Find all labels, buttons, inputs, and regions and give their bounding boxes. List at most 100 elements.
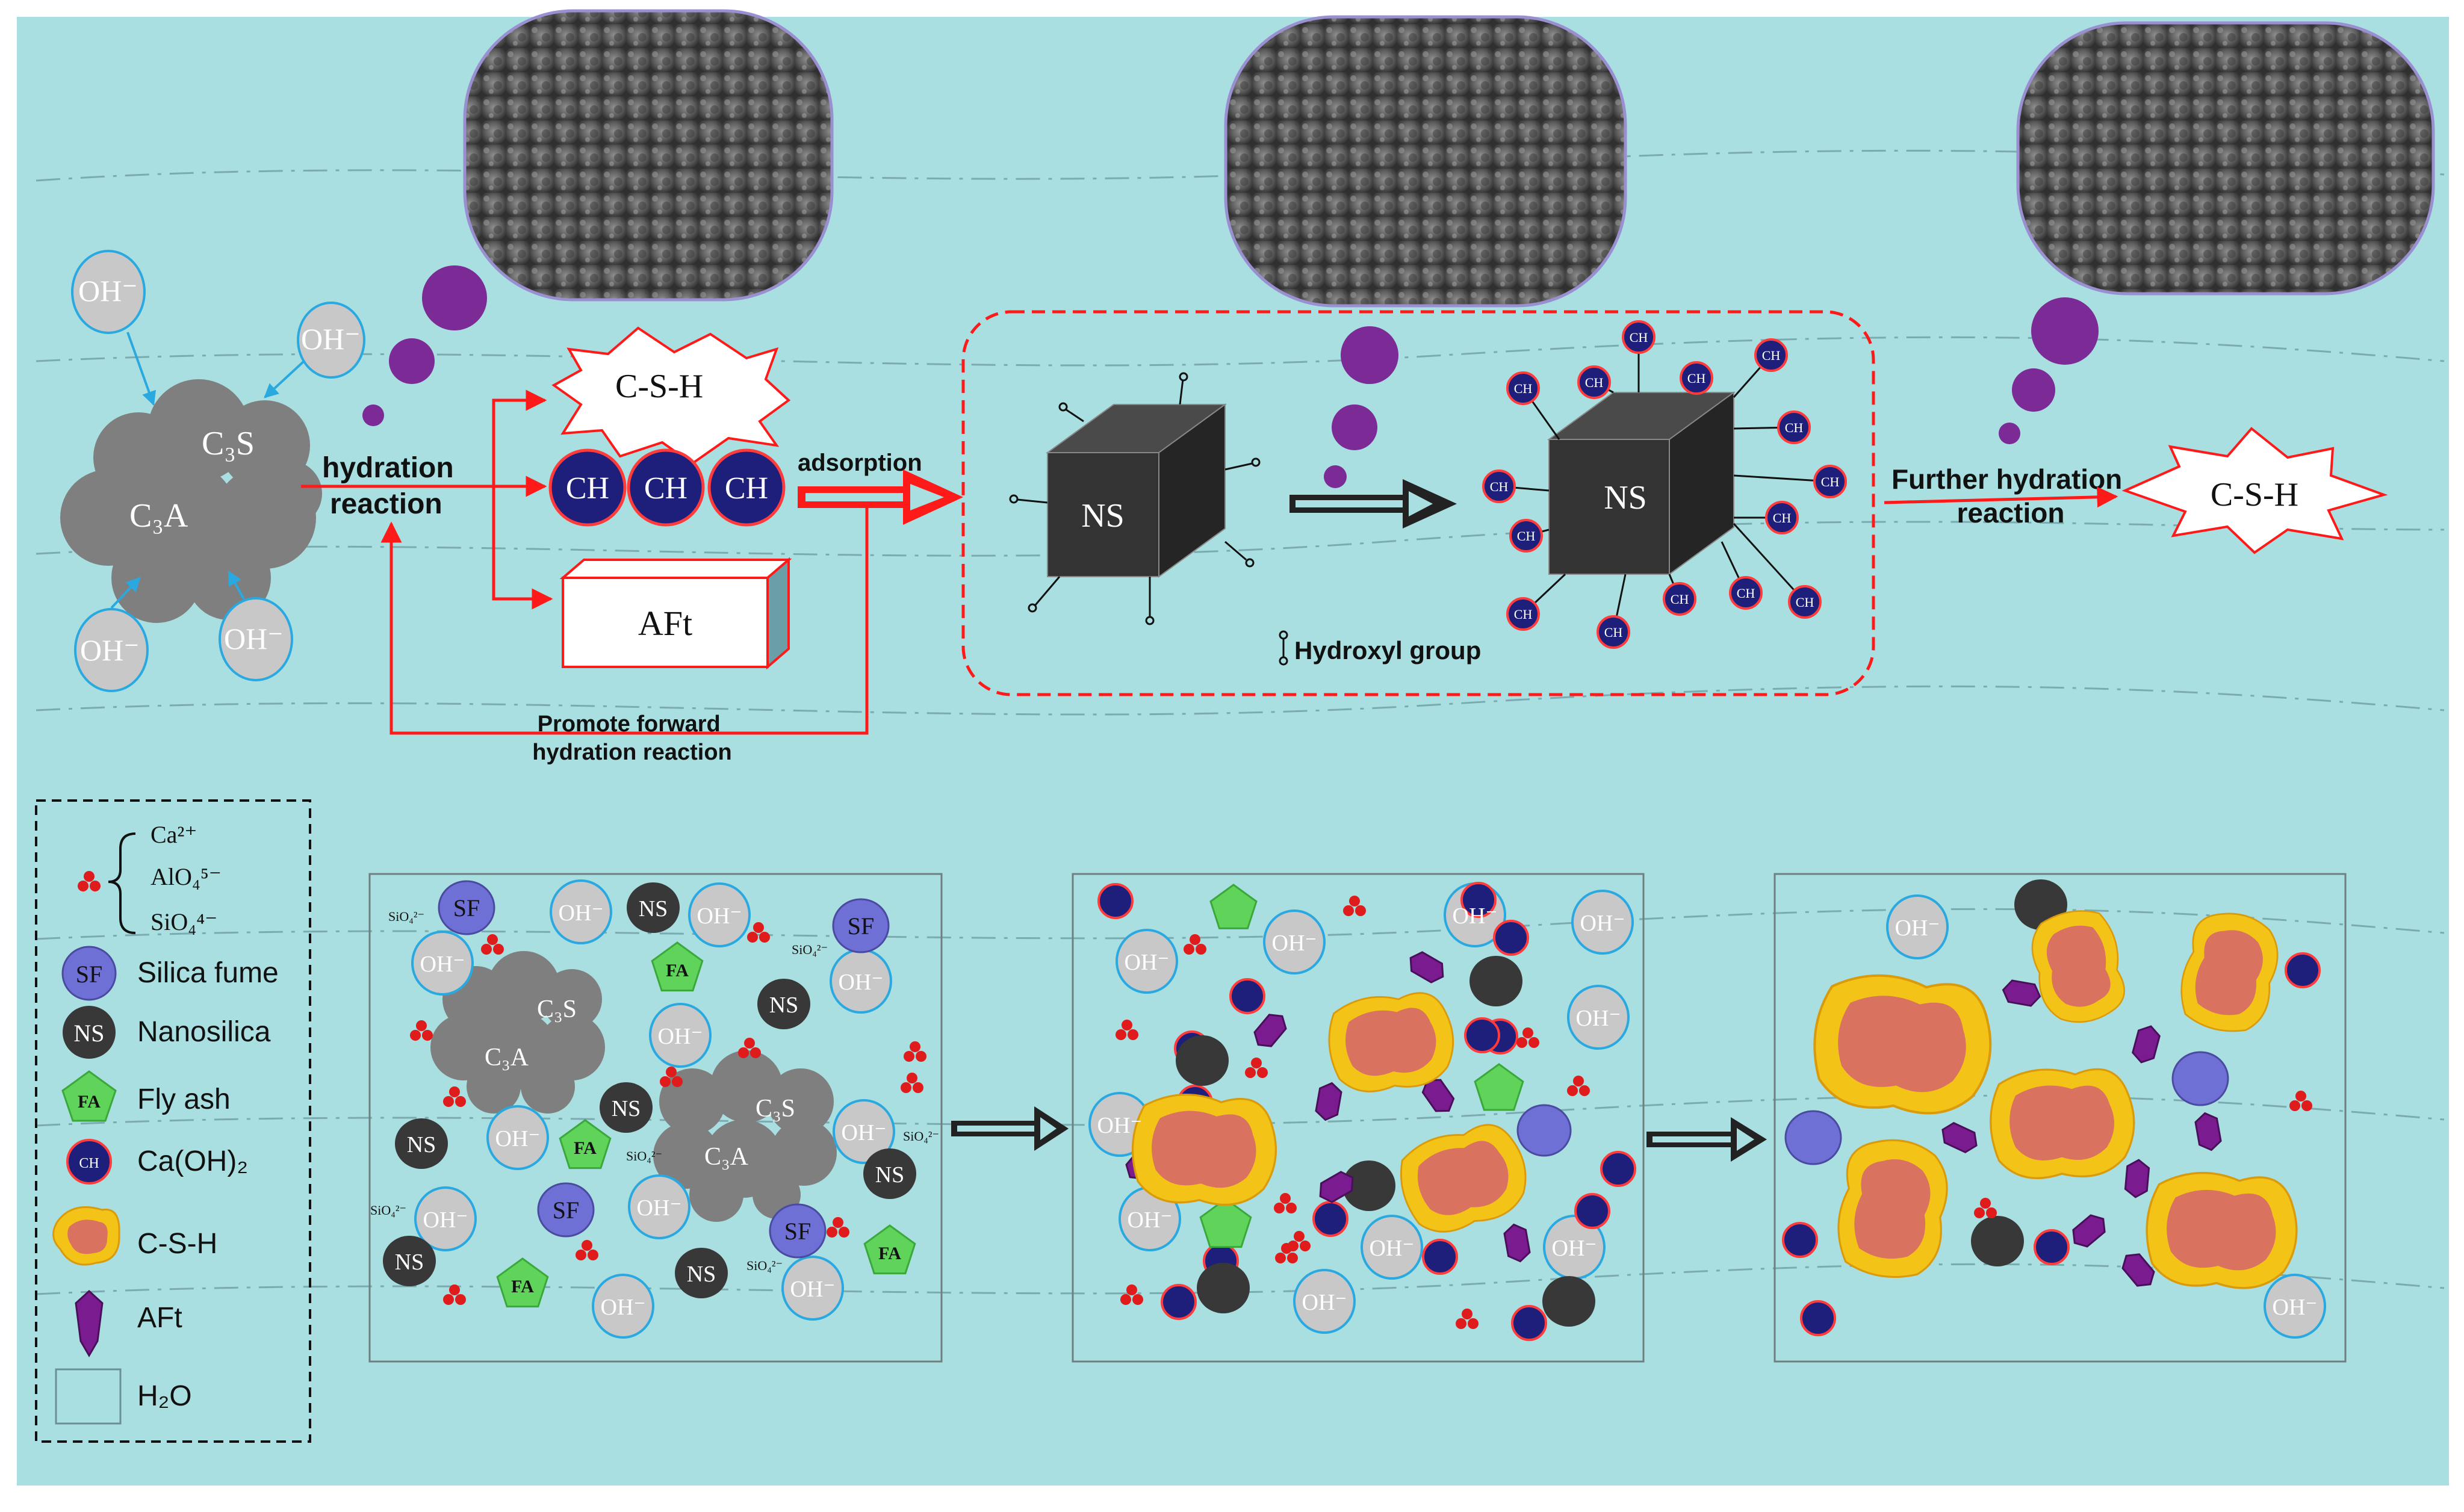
legend-sio4: SiO₄⁴⁻: [151, 908, 217, 935]
oh-label-1: OH⁻: [78, 274, 138, 308]
oh-ion-label: OH⁻: [658, 1024, 703, 1049]
ch-particle: [1777, 411, 1811, 444]
ns-particle-label: NS: [395, 1250, 424, 1275]
oh-ion: [592, 1274, 654, 1339]
legend-csh-label: C-S-H: [137, 1228, 217, 1260]
oh-ion-label: OH⁻: [1125, 950, 1170, 975]
aft-crystal: [2002, 979, 2041, 1007]
ch-particle: [1800, 1300, 1836, 1336]
ch-particle-label: CH: [1514, 381, 1533, 396]
fa-particle-label: FA: [574, 1138, 597, 1158]
fa-particle-label: FA: [878, 1244, 901, 1263]
oh-ion-label: OH⁻: [1302, 1290, 1347, 1315]
ch-particle: [1161, 1284, 1197, 1320]
oh-ion: [2264, 1274, 2326, 1339]
ch-label-3: CH: [725, 471, 768, 506]
aft-crystal: [1503, 1223, 1531, 1263]
fa-particle: [651, 941, 704, 992]
ns-adsorption-box: [961, 310, 1875, 696]
oh-ion: [1567, 985, 1630, 1050]
sf-particle: [537, 1182, 595, 1238]
panel-particles: [383, 879, 2326, 1341]
oh-ion-label: OH⁻: [1272, 931, 1317, 956]
oh-ion-label: OH⁻: [1128, 1207, 1173, 1233]
adsorption-arrow: [798, 469, 963, 525]
legend-ion-brace: [108, 832, 136, 934]
oh-ion: [411, 931, 474, 996]
ns-label-2: NS: [1604, 479, 1647, 516]
adsorption-label: adsorption: [798, 450, 922, 476]
legend-h2o-icon: [55, 1368, 122, 1425]
ns-particle: [757, 979, 810, 1029]
panel-arrows: [951, 1106, 1767, 1162]
oh-ion: [414, 1186, 477, 1251]
sio4-label: SiO₄²⁻: [746, 1258, 783, 1273]
aft-label: AFt: [638, 604, 692, 643]
oh-ion-label: OH⁻: [1097, 1113, 1143, 1138]
ch-label-2: CH: [644, 471, 687, 506]
ns-particle: [627, 882, 680, 933]
aft-crystal: [2072, 1214, 2106, 1248]
legend-sf-symbol: SF: [76, 961, 103, 988]
promote-label: Promote forward hydration reaction: [532, 711, 732, 765]
ch-particle: [1574, 1193, 1610, 1229]
legend-ch-symbol: CH: [79, 1156, 99, 1171]
ns-particle: [1469, 956, 1522, 1006]
fa-particle-label: FA: [666, 961, 689, 981]
oh-ion-label: OH⁻: [1552, 1236, 1597, 1261]
hydroxyl-group-label: Hydroxyl group: [1294, 636, 1481, 665]
csh-final-label: C-S-H: [2211, 476, 2298, 513]
legend-sf-icon: [61, 946, 117, 1001]
ch-particle: [1493, 920, 1529, 956]
oh-ion-label: OH⁻: [1895, 916, 1940, 941]
hydroxyl-symbol: [1279, 630, 1288, 666]
fa-particle-label: FA: [511, 1277, 534, 1297]
oh-ion: [1263, 909, 1326, 974]
legend-fa-label: Fly ash: [137, 1083, 231, 1115]
aft-crystal: [1421, 1079, 1455, 1112]
ch-particle-label: CH: [1604, 625, 1623, 640]
ch-particle: [1600, 1151, 1636, 1187]
oh-ion-label: OH⁻: [1580, 911, 1625, 936]
fa-particle: [559, 1119, 612, 1170]
water-lines: [36, 149, 2445, 1295]
legend-ns-icon: [63, 1006, 116, 1059]
legend-ch-label: Ca(OH)₂: [137, 1145, 248, 1177]
sf-particle-label: SF: [453, 894, 480, 922]
oh-ion-label: OH⁻: [637, 1195, 682, 1221]
ch-particle: [1765, 501, 1799, 534]
oh-ion-label: OH⁻: [1576, 1006, 1621, 1031]
ns-particle: [1197, 1263, 1250, 1313]
ch-particle: [1511, 1305, 1547, 1341]
aft-box: [559, 557, 792, 670]
sio4-label: SiO₄²⁻: [903, 1129, 939, 1144]
csh-gel: [1837, 1139, 1948, 1278]
p1-c3s-1: C₃S: [537, 996, 577, 1023]
ch-particle: [1754, 338, 1788, 372]
csh-gel: [2031, 910, 2125, 1023]
legend-fa-symbol: FA: [78, 1092, 101, 1112]
csh-gel: [1990, 1068, 2135, 1179]
csh-star: [551, 326, 791, 465]
legend-aft-icon: [75, 1289, 104, 1357]
ch-particle: [1782, 1222, 1818, 1258]
sio4-label: SiO₄²⁻: [792, 942, 828, 957]
aft-crystal: [2194, 1112, 2222, 1151]
ch-particle: [1460, 882, 1497, 918]
ch-circles: [548, 448, 786, 527]
ns-particle: [600, 1082, 653, 1133]
c3a-label: C₃A: [129, 497, 188, 534]
ns-particle: [863, 1148, 916, 1199]
oh-label-4: OH⁻: [224, 622, 284, 655]
ch-label-1: CH: [566, 471, 609, 506]
aft-crystal: [2121, 1253, 2155, 1287]
oh-ion: [1361, 1215, 1423, 1280]
panel1-clinker-clouds: [430, 951, 837, 1222]
ch-particle-label: CH: [1737, 586, 1755, 601]
ns-particle-label: NS: [769, 993, 799, 1018]
ch-particle-label: CH: [1796, 595, 1814, 610]
ch-particle-label: CH: [1762, 348, 1781, 363]
ch-particle-label: CH: [1821, 474, 1840, 489]
